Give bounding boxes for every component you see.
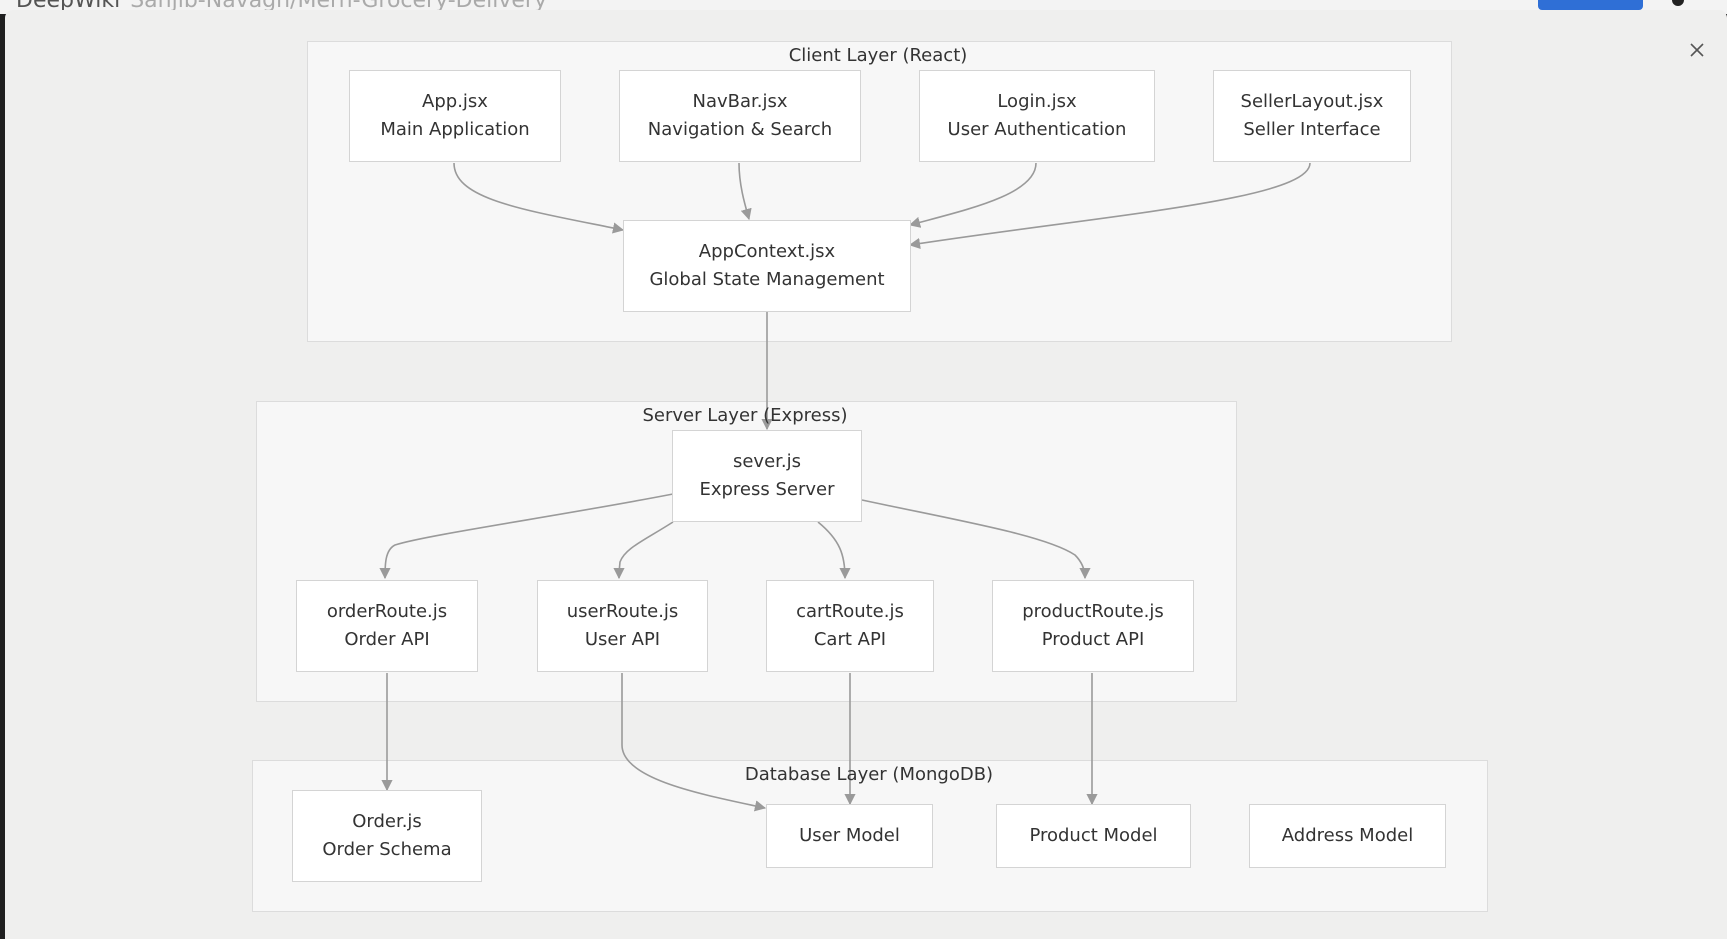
node-name: AppContext.jsx (698, 241, 836, 262)
node-name: Address Model (1281, 825, 1414, 846)
node-name: Order.js (352, 811, 422, 832)
node-desc: Global State Management (649, 269, 885, 290)
background-avatar-icon (1672, 0, 1684, 6)
diagram-modal: Client Layer (React) Server Layer (Expre… (5, 10, 1727, 939)
node-product-model[interactable]: Product Model (996, 804, 1191, 868)
node-desc: Navigation & Search (647, 119, 833, 140)
background-brand: DeepWiki Sanjib-Navagh/Mern-Grocery-Deliv… (16, 0, 547, 13)
node-name: Login.jsx (997, 91, 1077, 112)
node-name: orderRoute.js (326, 601, 448, 622)
node-desc: Main Application (380, 119, 530, 140)
node-user-model[interactable]: User Model (766, 804, 933, 868)
server-layer-title: Server Layer (Express) (642, 405, 848, 426)
node-desc: Cart API (813, 629, 887, 650)
node-order-js[interactable]: Order.js Order Schema (292, 790, 482, 882)
node-address-model[interactable]: Address Model (1249, 804, 1446, 868)
background-share-button (1538, 0, 1643, 10)
node-name: productRoute.js (1022, 601, 1164, 622)
node-productroute-js[interactable]: productRoute.js Product API (992, 580, 1194, 672)
client-layer-title: Client Layer (React) (788, 45, 968, 66)
node-orderroute-js[interactable]: orderRoute.js Order API (296, 580, 478, 672)
node-login-jsx[interactable]: Login.jsx User Authentication (919, 70, 1155, 162)
node-name: userRoute.js (566, 601, 679, 622)
node-desc: Order Schema (322, 839, 452, 860)
database-layer-title: Database Layer (MongoDB) (744, 764, 994, 785)
node-navbar-jsx[interactable]: NavBar.jsx Navigation & Search (619, 70, 861, 162)
node-name: User Model (799, 825, 900, 846)
node-desc: User API (584, 629, 661, 650)
node-name: SellerLayout.jsx (1240, 91, 1384, 112)
node-name: Product Model (1029, 825, 1158, 846)
node-name: cartRoute.js (796, 601, 904, 622)
node-name: App.jsx (422, 91, 488, 112)
node-desc: Express Server (699, 479, 835, 500)
close-icon[interactable] (1682, 35, 1712, 65)
node-desc: Order API (344, 629, 430, 650)
node-cartroute-js[interactable]: cartRoute.js Cart API (766, 580, 934, 672)
node-app-jsx[interactable]: App.jsx Main Application (349, 70, 561, 162)
node-desc: Product API (1041, 629, 1145, 650)
node-appcontext-jsx[interactable]: AppContext.jsx Global State Management (623, 220, 911, 312)
node-name: sever.js (732, 451, 802, 472)
node-sellerlayout-jsx[interactable]: SellerLayout.jsx Seller Interface (1213, 70, 1411, 162)
node-desc: Seller Interface (1243, 119, 1381, 140)
brand-name: DeepWiki (16, 0, 121, 13)
node-sever-js[interactable]: sever.js Express Server (672, 430, 862, 522)
node-userroute-js[interactable]: userRoute.js User API (537, 580, 708, 672)
node-name: NavBar.jsx (692, 91, 788, 112)
repo-name: Sanjib-Navagh/Mern-Grocery-Delivery (130, 0, 547, 13)
node-desc: User Authentication (947, 119, 1127, 140)
